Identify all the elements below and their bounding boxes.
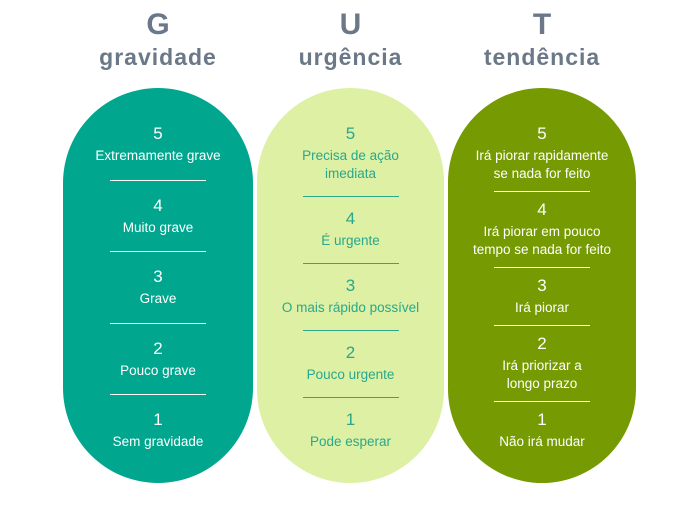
pill-urgencia: 5 Precisa de ação imediata 4 É urgente 3… (257, 88, 444, 483)
pill-gravidade: 5 Extremamente grave 4 Muito grave 3 Gra… (63, 88, 253, 483)
scale-label: Pode esperar (309, 434, 392, 449)
scale-item: 3 Grave (140, 267, 177, 308)
column-gravidade: G gravidade 5 Extremamente grave 4 Muito… (63, 0, 253, 483)
columns-wrapper: G gravidade 5 Extremamente grave 4 Muito… (63, 0, 636, 483)
column-title-gravidade: gravidade (99, 44, 217, 70)
scale-item: 2 Irá priorizar a longo prazo (502, 334, 582, 393)
scale-score: 1 (345, 410, 356, 429)
scale-item: 3 O mais rápido possível (282, 276, 419, 317)
scale-score: 2 (345, 343, 356, 362)
scale-label: Pouco grave (120, 362, 196, 378)
scale-score: 1 (153, 410, 163, 429)
scale-label: Grave (139, 291, 177, 306)
scale-score: 2 (537, 334, 547, 353)
scale-item: 4 Irá piorar em pouco tempo se nada for … (473, 200, 611, 259)
divider (302, 195, 399, 197)
scale-score: 5 (345, 124, 356, 143)
scale-label: Extremamente grave (95, 148, 221, 163)
scale-score: 3 (537, 276, 547, 295)
column-gravidade-header: G gravidade (63, 0, 253, 88)
scale-item: 2 Pouco grave (120, 339, 196, 380)
scale-score: 3 (345, 276, 356, 295)
scale-score: 1 (537, 410, 547, 429)
scale-label: Irá priorizar a longo prazo (502, 358, 582, 391)
scale-label: Sem gravidade (112, 434, 204, 449)
divider (302, 329, 399, 331)
column-title-urgencia: urgência (298, 44, 403, 70)
scale-item: 5 Extremamente grave (95, 124, 220, 165)
divider (110, 251, 206, 253)
scale-score: 5 (537, 124, 547, 143)
divider (110, 322, 206, 324)
pill-tendencia: 5 Irá piorar rapidamente se nada for fei… (448, 88, 636, 483)
scale-item: 1 Não irá mudar (499, 410, 585, 451)
scale-label: O mais rápido possível (281, 300, 420, 315)
scale-item: 1 Pode esperar (310, 410, 391, 451)
scale-label: Irá piorar em pouco tempo se nada for fe… (472, 224, 612, 257)
scale-item: 3 Irá piorar (515, 276, 569, 317)
scale-item: 5 Precisa de ação imediata (302, 124, 399, 183)
scale-item: 1 Sem gravidade (113, 410, 204, 451)
divider (494, 401, 590, 402)
scale-item: 2 Pouco urgente (307, 343, 395, 384)
scale-score: 3 (153, 267, 163, 286)
scale-label: Irá piorar (514, 300, 570, 315)
scale-label: Pouco urgente (306, 367, 395, 382)
scale-label: Precisa de ação imediata (302, 148, 399, 181)
divider (494, 325, 590, 326)
column-tendencia: T tendência 5 Irá piorar rapidamente se … (448, 0, 636, 483)
scale-label: Não irá mudar (499, 434, 585, 449)
divider (110, 394, 206, 396)
column-tendencia-header: T tendência (448, 0, 636, 88)
scale-score: 4 (345, 209, 356, 228)
scale-score: 2 (153, 338, 163, 358)
column-urgencia: U urgência 5 Precisa de ação imediata 4 … (257, 0, 444, 483)
column-letter-u: U (339, 8, 362, 41)
divider (494, 267, 590, 268)
column-title-tendencia: tendência (483, 44, 601, 70)
scale-item: 4 Muito grave (123, 196, 194, 237)
divider (110, 179, 206, 181)
scale-score: 5 (153, 124, 163, 143)
scale-label: Muito grave (122, 219, 194, 235)
scale-score: 4 (153, 195, 163, 215)
column-letter-g: G (146, 8, 170, 41)
divider (302, 262, 399, 264)
divider (302, 396, 399, 398)
column-letter-t: T (532, 8, 552, 41)
divider (494, 191, 590, 192)
scale-item: 5 Irá piorar rapidamente se nada for fei… (476, 124, 609, 183)
column-urgencia-header: U urgência (257, 0, 444, 88)
scale-score: 4 (537, 200, 547, 219)
scale-label: Irá piorar rapidamente se nada for feito (475, 148, 609, 181)
scale-item: 4 É urgente (321, 209, 380, 250)
scale-label: É urgente (321, 233, 380, 248)
